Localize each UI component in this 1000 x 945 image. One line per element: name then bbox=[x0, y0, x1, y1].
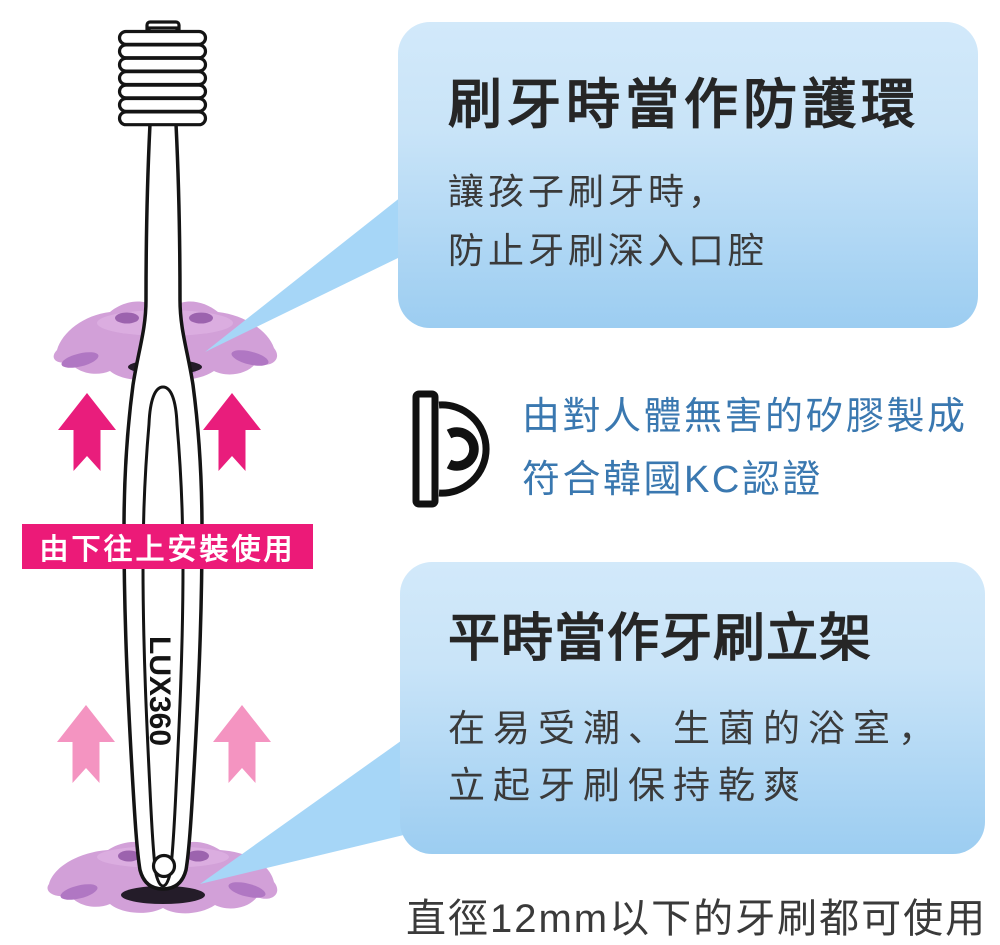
diameter-footnote: 直徑12mm以下的牙刷都可使用 bbox=[406, 897, 988, 941]
kc-note-text: 由對人體無害的矽膠製成 符合韓國KC認證 bbox=[522, 386, 968, 512]
brush-head bbox=[117, 20, 208, 127]
handle-hole bbox=[151, 853, 177, 879]
stand-body-line2: 立起牙刷保持乾爽 bbox=[448, 765, 808, 806]
callout-tail-bottom bbox=[200, 733, 412, 884]
stand-body-line1: 在易受潮、生菌的浴室， bbox=[448, 708, 943, 749]
callout-tail-top bbox=[205, 170, 435, 352]
protect-body-line1: 讓孩子刷牙時， bbox=[448, 171, 729, 212]
up-arrow-icon-light-pink bbox=[57, 705, 271, 783]
protect-body-line2: 防止牙刷深入口腔 bbox=[448, 230, 769, 271]
install-direction-banner: 由下往上安裝使用 bbox=[22, 524, 313, 569]
protect-callout-body: 讓孩子刷牙時， 防止牙刷深入口腔 bbox=[448, 162, 978, 280]
kc-certification-row: 由對人體無害的矽膠製成 符合韓國KC認證 bbox=[412, 386, 968, 512]
protect-callout-bubble: 刷牙時當作防護環 讓孩子刷牙時， 防止牙刷深入口腔 bbox=[398, 22, 978, 328]
handle-brand-label: LUX360 bbox=[143, 636, 176, 746]
stand-callout-body: 在易受潮、生菌的浴室， 立起牙刷保持乾爽 bbox=[448, 700, 985, 814]
stand-callout-title: 平時當作牙刷立架 bbox=[448, 610, 873, 668]
kc-note-line1: 由對人體無害的矽膠製成 bbox=[522, 396, 968, 438]
up-arrow-icon-hot-pink bbox=[58, 393, 261, 471]
toothbrush-handle bbox=[122, 122, 204, 891]
stand-callout-bubble: 平時當作牙刷立架 在易受潮、生菌的浴室， 立起牙刷保持乾爽 bbox=[400, 562, 985, 854]
kc-note-line2: 符合韓國KC認證 bbox=[522, 459, 823, 501]
protect-callout-title: 刷牙時當作防護環 bbox=[448, 75, 920, 135]
kc-mark-icon bbox=[412, 390, 490, 508]
